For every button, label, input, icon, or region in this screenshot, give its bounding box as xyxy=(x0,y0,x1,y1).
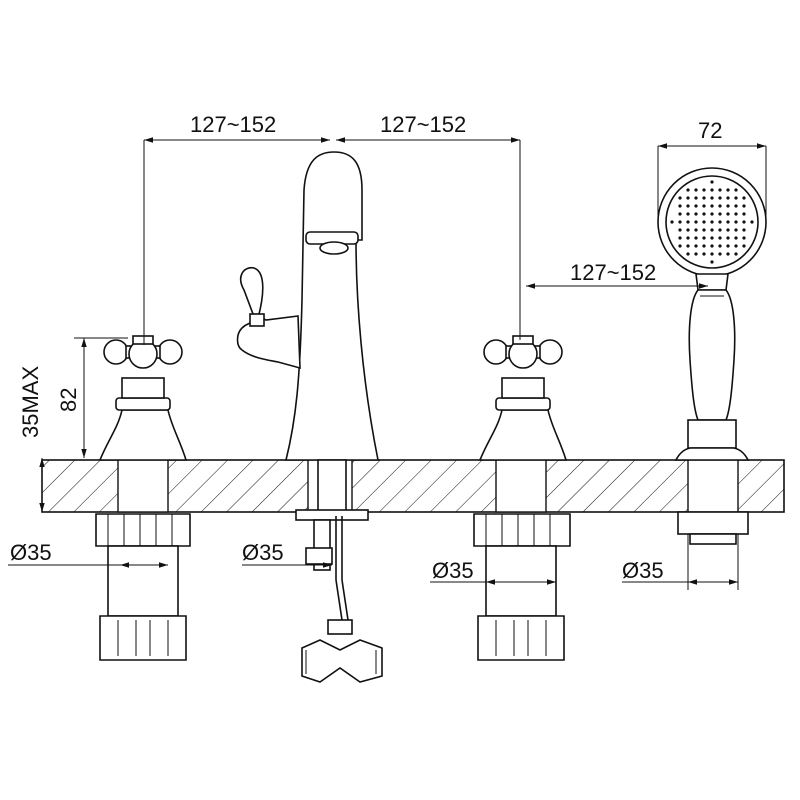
nozzle-dot xyxy=(710,260,714,264)
nozzle-dot xyxy=(702,188,706,192)
nozzle-dot xyxy=(726,196,730,200)
nozzle-dot xyxy=(694,196,698,200)
nozzle-dot xyxy=(742,236,746,240)
nozzle-dot xyxy=(670,220,674,224)
nozzle-dot xyxy=(694,236,698,240)
dim-hole-left: Ø35 xyxy=(10,540,52,565)
nozzle-dot xyxy=(686,220,690,224)
dim-hole-spout: Ø35 xyxy=(242,540,284,565)
nozzle-dot xyxy=(734,188,738,192)
nozzle-dot xyxy=(710,204,714,208)
dim-hole-right: Ø35 xyxy=(432,558,474,583)
nozzle-dot xyxy=(678,236,682,240)
nozzle-dot xyxy=(718,252,722,256)
dim-top-right-spread: 127~152 xyxy=(380,112,466,137)
nozzle-dot xyxy=(694,220,698,224)
nozzle-dot xyxy=(710,188,714,192)
nozzle-dot xyxy=(678,244,682,248)
nozzle-dot xyxy=(710,236,714,240)
nozzle-dot xyxy=(710,220,714,224)
left-handle-valve xyxy=(95,335,191,661)
nozzle-dot xyxy=(702,212,706,216)
nozzle-dot xyxy=(718,196,722,200)
nozzle-dot xyxy=(686,228,690,232)
nozzle-dot xyxy=(734,212,738,216)
nozzle-dot xyxy=(702,220,706,224)
nozzle-dot xyxy=(710,180,714,184)
nozzle-dot xyxy=(718,236,722,240)
dimension-lines xyxy=(8,137,767,590)
deck-section xyxy=(41,459,785,513)
nozzle-dot xyxy=(742,220,746,224)
nozzle-dot xyxy=(726,252,730,256)
dim-hole-handshower: Ø35 xyxy=(622,558,664,583)
nozzle-dot xyxy=(726,244,730,248)
nozzle-dot xyxy=(734,204,738,208)
nozzle-dot xyxy=(678,228,682,232)
nozzle-dot xyxy=(710,244,714,248)
nozzle-dot xyxy=(694,188,698,192)
nozzle-dot xyxy=(694,204,698,208)
nozzle-dot xyxy=(710,228,714,232)
nozzle-dot xyxy=(686,236,690,240)
nozzle-dot xyxy=(686,204,690,208)
nozzle-dot xyxy=(694,244,698,248)
nozzle-dot xyxy=(686,212,690,216)
nozzle-dot xyxy=(718,228,722,232)
nozzle-dot xyxy=(742,196,746,200)
nozzle-dot xyxy=(718,188,722,192)
nozzle-dot xyxy=(726,188,730,192)
nozzle-dot xyxy=(734,228,738,232)
nozzle-dot xyxy=(702,228,706,232)
nozzle-dot xyxy=(734,196,738,200)
nozzle-dot xyxy=(702,196,706,200)
nozzle-dot xyxy=(710,212,714,216)
nozzle-dot xyxy=(702,204,706,208)
nozzle-dot xyxy=(686,188,690,192)
nozzle-dot xyxy=(742,204,746,208)
nozzle-dot xyxy=(742,244,746,248)
nozzle-dot xyxy=(694,228,698,232)
nozzle-dot xyxy=(686,196,690,200)
nozzle-dot xyxy=(710,196,714,200)
nozzle-dot xyxy=(734,220,738,224)
nozzle-dot xyxy=(718,220,722,224)
nozzle-dot xyxy=(726,236,730,240)
nozzle-dot xyxy=(686,244,690,248)
nozzle-dot xyxy=(694,212,698,216)
nozzle-dot xyxy=(702,252,706,256)
nozzle-dot xyxy=(686,252,690,256)
dim-deck-thickness: 35MAX xyxy=(18,366,43,438)
nozzle-dot xyxy=(678,212,682,216)
nozzle-dot xyxy=(678,220,682,224)
nozzle-dot xyxy=(734,244,738,248)
nozzle-dot xyxy=(734,236,738,240)
nozzle-dot xyxy=(694,252,698,256)
nozzle-dot xyxy=(710,252,714,256)
nozzle-dot xyxy=(726,228,730,232)
dim-top-left-spread: 127~152 xyxy=(190,112,276,137)
shower-nozzles xyxy=(670,180,754,264)
nozzle-dot xyxy=(702,236,706,240)
nozzle-dot xyxy=(742,228,746,232)
nozzle-dot xyxy=(726,204,730,208)
nozzle-dot xyxy=(718,212,722,216)
nozzle-dot xyxy=(734,252,738,256)
nozzle-dot xyxy=(702,244,706,248)
nozzle-dot xyxy=(726,212,730,216)
nozzle-dot xyxy=(678,204,682,208)
dim-handle-height: 82 xyxy=(56,388,81,412)
nozzle-dot xyxy=(726,220,730,224)
dim-handshower-spread: 127~152 xyxy=(570,260,656,285)
nozzle-dot xyxy=(750,220,754,224)
center-spout xyxy=(236,151,383,683)
nozzle-dot xyxy=(718,204,722,208)
nozzle-dot xyxy=(718,244,722,248)
dim-handshower-width: 72 xyxy=(698,118,722,143)
nozzle-dot xyxy=(742,212,746,216)
nozzle-dot xyxy=(678,196,682,200)
